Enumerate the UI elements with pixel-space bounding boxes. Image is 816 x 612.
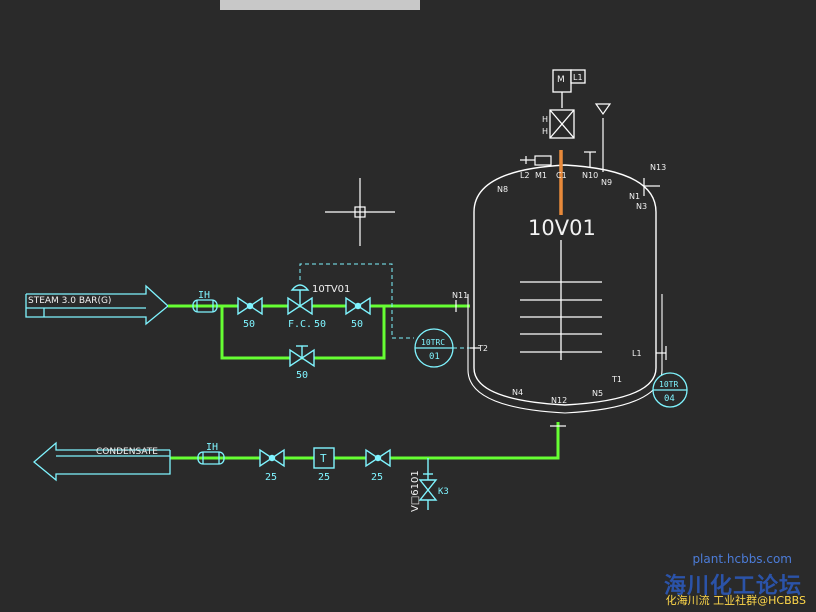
control-valve-tag: 10TV01 xyxy=(312,284,350,295)
tr-number: 04 xyxy=(664,394,675,404)
tr-instrument[interactable] xyxy=(652,372,688,408)
vessel-tag: 10V01 xyxy=(528,216,596,240)
side-nozzles xyxy=(455,300,667,360)
steam-inlet-arrow xyxy=(25,284,169,326)
condensate-outlet-arrow xyxy=(32,441,171,482)
top-nozzles xyxy=(520,103,660,196)
bypass-valve-size: 50 xyxy=(296,370,308,381)
steam-ih-label: IH xyxy=(198,290,210,301)
condensate-ih-label: IH xyxy=(206,442,218,453)
watermark-caption: 化海川流 工业社群@HCBBS xyxy=(665,594,806,607)
steam-ih-fitting xyxy=(192,299,218,313)
drain-tag: V□6101 xyxy=(410,470,421,512)
condensate-valve-1-size: 25 xyxy=(265,472,277,483)
bypass-valve[interactable] xyxy=(289,345,315,368)
motor[interactable] xyxy=(552,69,586,93)
nozzle-n12: N12 xyxy=(551,396,567,405)
control-loop-dashed xyxy=(299,263,414,339)
condensate-valve-1[interactable] xyxy=(259,448,285,468)
motor-label: M xyxy=(557,75,565,85)
toolbar-strip[interactable] xyxy=(220,0,420,10)
nozzle-n3: N3 xyxy=(636,202,647,211)
nozzle-n10: N10 xyxy=(582,171,598,180)
tr-tag: 10TR xyxy=(659,380,678,389)
nozzle-n5: N5 xyxy=(592,389,603,398)
steam-valve-3-size: 50 xyxy=(351,319,363,330)
condensate-label: CONDENSATE xyxy=(96,447,158,457)
trc-number: 01 xyxy=(429,352,440,362)
steam-label: STEAM 3.0 BAR(G) xyxy=(28,296,111,306)
gearbox-label-1: H xyxy=(542,115,548,124)
drain-valve[interactable] xyxy=(418,458,438,510)
control-valve[interactable] xyxy=(287,284,313,316)
nozzle-l2: L2 xyxy=(520,171,530,180)
nozzle-m1: M1 xyxy=(535,171,547,180)
trc-tag: 10TRC xyxy=(421,338,445,347)
nozzle-l1: L1 xyxy=(632,349,642,358)
nozzle-c1: C1 xyxy=(556,171,567,180)
crosshair-cursor[interactable] xyxy=(325,178,395,246)
nozzle-n1: N1 xyxy=(629,192,640,201)
control-valve-size: 50 xyxy=(314,319,326,330)
steam-trap-label: T xyxy=(320,452,327,465)
reactor-vessel[interactable] xyxy=(473,164,657,406)
nozzle-t2: T2 xyxy=(477,344,488,353)
gearbox-label-2: H xyxy=(542,127,548,136)
steam-trap[interactable] xyxy=(313,447,335,469)
watermark-logo: 海川化工论坛 xyxy=(663,574,802,599)
control-valve-fail: F.C. xyxy=(288,319,312,330)
nozzle-n13: N13 xyxy=(650,163,666,172)
nozzle-n4: N4 xyxy=(512,388,523,397)
gearbox xyxy=(549,109,575,139)
condensate-valve-3[interactable] xyxy=(365,448,391,468)
nozzle-n9: N9 xyxy=(601,178,612,187)
nozzle-n11: N11 xyxy=(452,291,468,300)
drain-size: K3 xyxy=(438,487,449,497)
nozzle-t1: T1 xyxy=(611,375,622,384)
steam-valve-1-size: 50 xyxy=(243,319,255,330)
condensate-ih-fitting xyxy=(197,451,225,465)
steam-trap-size: 25 xyxy=(318,472,330,483)
steam-valve-1[interactable] xyxy=(237,296,263,316)
condensate-valve-3-size: 25 xyxy=(371,472,383,483)
condensate-pipe xyxy=(170,422,560,460)
nozzle-n8: N8 xyxy=(497,185,508,194)
agitator-blades xyxy=(520,281,602,353)
motor-tag: L1 xyxy=(573,73,583,82)
steam-valve-3[interactable] xyxy=(345,296,371,316)
watermark-site: plant.hcbbs.com xyxy=(692,552,792,566)
